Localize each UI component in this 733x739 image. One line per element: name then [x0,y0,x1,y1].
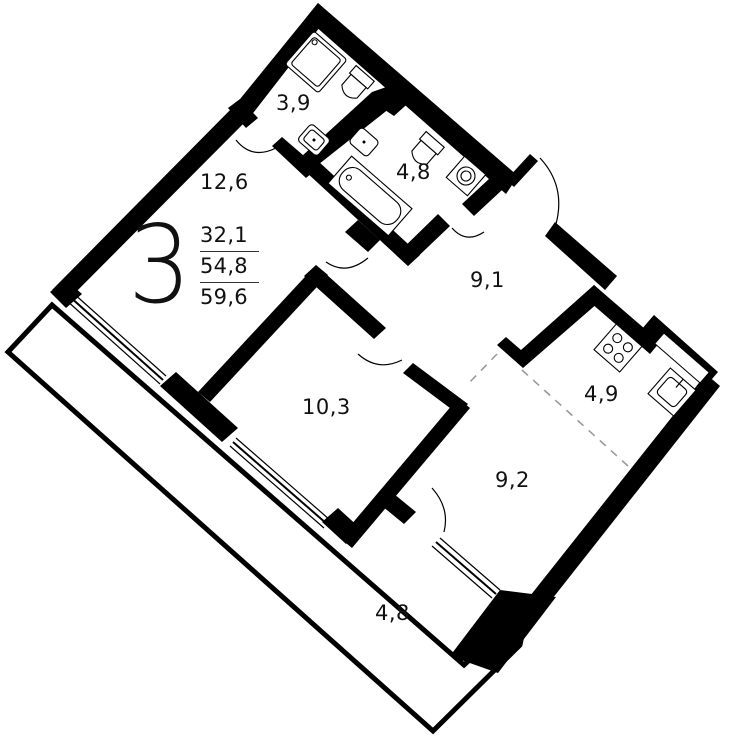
room-area-hallway: 9,1 [470,268,505,292]
wall-bedroom1-hall-stub [345,220,380,252]
wall-north-bath [236,3,330,117]
column-southeast [450,590,556,673]
zone-divider-hall [465,353,498,387]
wall-east [530,374,720,608]
room-area-balcony: 4,8 [375,601,410,625]
bathtub-icon [327,155,413,237]
wall-bedroom2-north [304,265,386,339]
living-area: 32,1 [200,223,248,247]
wall-bedroom1-upper [228,99,258,128]
room-area-bedroom-1: 12,6 [200,170,249,194]
wall-bedroom2-east-upper [403,363,468,414]
sink-icon [298,124,330,156]
total-area-with-balcony: 59,6 [200,285,248,309]
wall-bedroom2-east [340,398,470,548]
room-area-bathroom-2: 4,8 [396,160,431,184]
wall-bath2-south [396,214,450,266]
room-area-living-room: 9,2 [495,468,530,492]
toilet-icon-2 [411,130,446,165]
door-bedroom2 [357,353,403,366]
toilet-icon [341,64,376,99]
room-area-bathroom-1: 3,9 [276,91,311,115]
wall-bedroom2-stub [382,494,416,524]
door-entrance [539,157,560,225]
wall-bedroom2-northwest [198,265,328,402]
wall-bath-shaft [372,83,414,116]
wall-bath1-south [272,137,318,178]
area-summary: 32,1 54,8 59,6 [200,222,260,311]
washing-machine-icon [445,155,487,197]
window-bedroom2 [229,437,331,529]
wall-entrance-stub [506,154,538,187]
window-living [431,537,501,599]
divider [200,282,259,283]
door-bathroom1 [235,139,277,154]
total-area: 54,8 [200,254,248,278]
door-bathroom2 [451,227,485,238]
door-bedroom1 [325,257,369,269]
vent-shaft [654,332,710,384]
wall-northwest [52,104,250,302]
room-area-kitchen: 4,9 [584,382,619,406]
column-west-3 [322,508,362,544]
balcony-outline [4,301,533,735]
wall-kitchen-north [584,285,660,354]
wall-bath2-east [462,178,502,216]
vent-shaft-wall-2 [642,315,662,340]
wall-entrance-east [545,222,617,290]
kitchen-sink-icon [647,367,697,417]
window-bedroom1 [65,291,167,385]
door-balcony [431,487,447,533]
room-count: 3 [128,203,192,328]
sink-icon-2 [349,127,379,157]
room-area-bedroom-2: 10,3 [302,395,351,419]
wall-hall-kitchen [497,285,606,368]
stove-icon [593,323,643,373]
column-west-2 [160,372,238,442]
shower-tray-icon [285,31,347,93]
divider [200,251,259,252]
